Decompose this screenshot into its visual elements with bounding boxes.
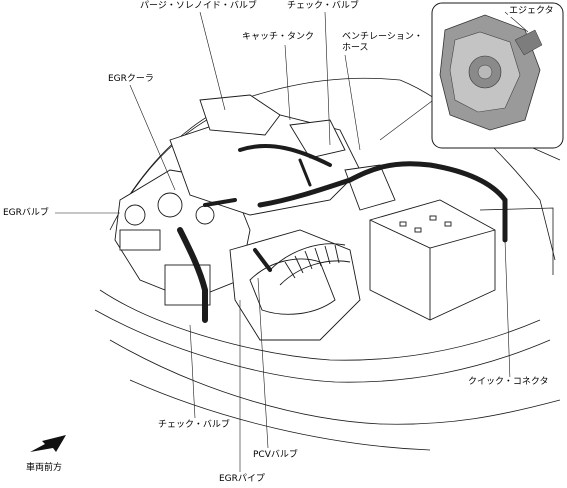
ejector-inset xyxy=(431,2,564,149)
label-ejector: エジェクタ xyxy=(508,6,555,17)
vehicle-front-arrow-icon xyxy=(30,435,66,452)
label-check-valve-top: チェック・バルブ xyxy=(286,1,360,12)
label-egr-pipe: EGRパイプ xyxy=(218,474,266,485)
label-purge-solenoid-valve: パージ・ソレノイド・バルブ xyxy=(139,1,258,12)
label-pcv-valve: PCVバルブ xyxy=(252,450,299,461)
label-check-valve-bottom: チェック・バルブ xyxy=(157,420,231,431)
label-egr-valve: EGRバルブ xyxy=(2,208,50,219)
label-egr-cooler: EGRクーラ xyxy=(107,74,155,85)
battery xyxy=(369,199,496,321)
air-intake-duct xyxy=(269,243,351,286)
engine-block xyxy=(114,94,396,341)
label-catch-tank: キャッチ・タンク xyxy=(241,32,316,43)
leader-lines xyxy=(55,11,511,472)
label-quick-connector: クイック・コネクタ xyxy=(467,377,550,388)
hoses xyxy=(177,143,508,323)
label-ventilation-hose-line2: ホース xyxy=(341,43,370,54)
label-ventilation-hose-line1: ベンチレーション・ xyxy=(341,32,424,43)
label-vehicle-front: 車両前方 xyxy=(25,463,64,474)
